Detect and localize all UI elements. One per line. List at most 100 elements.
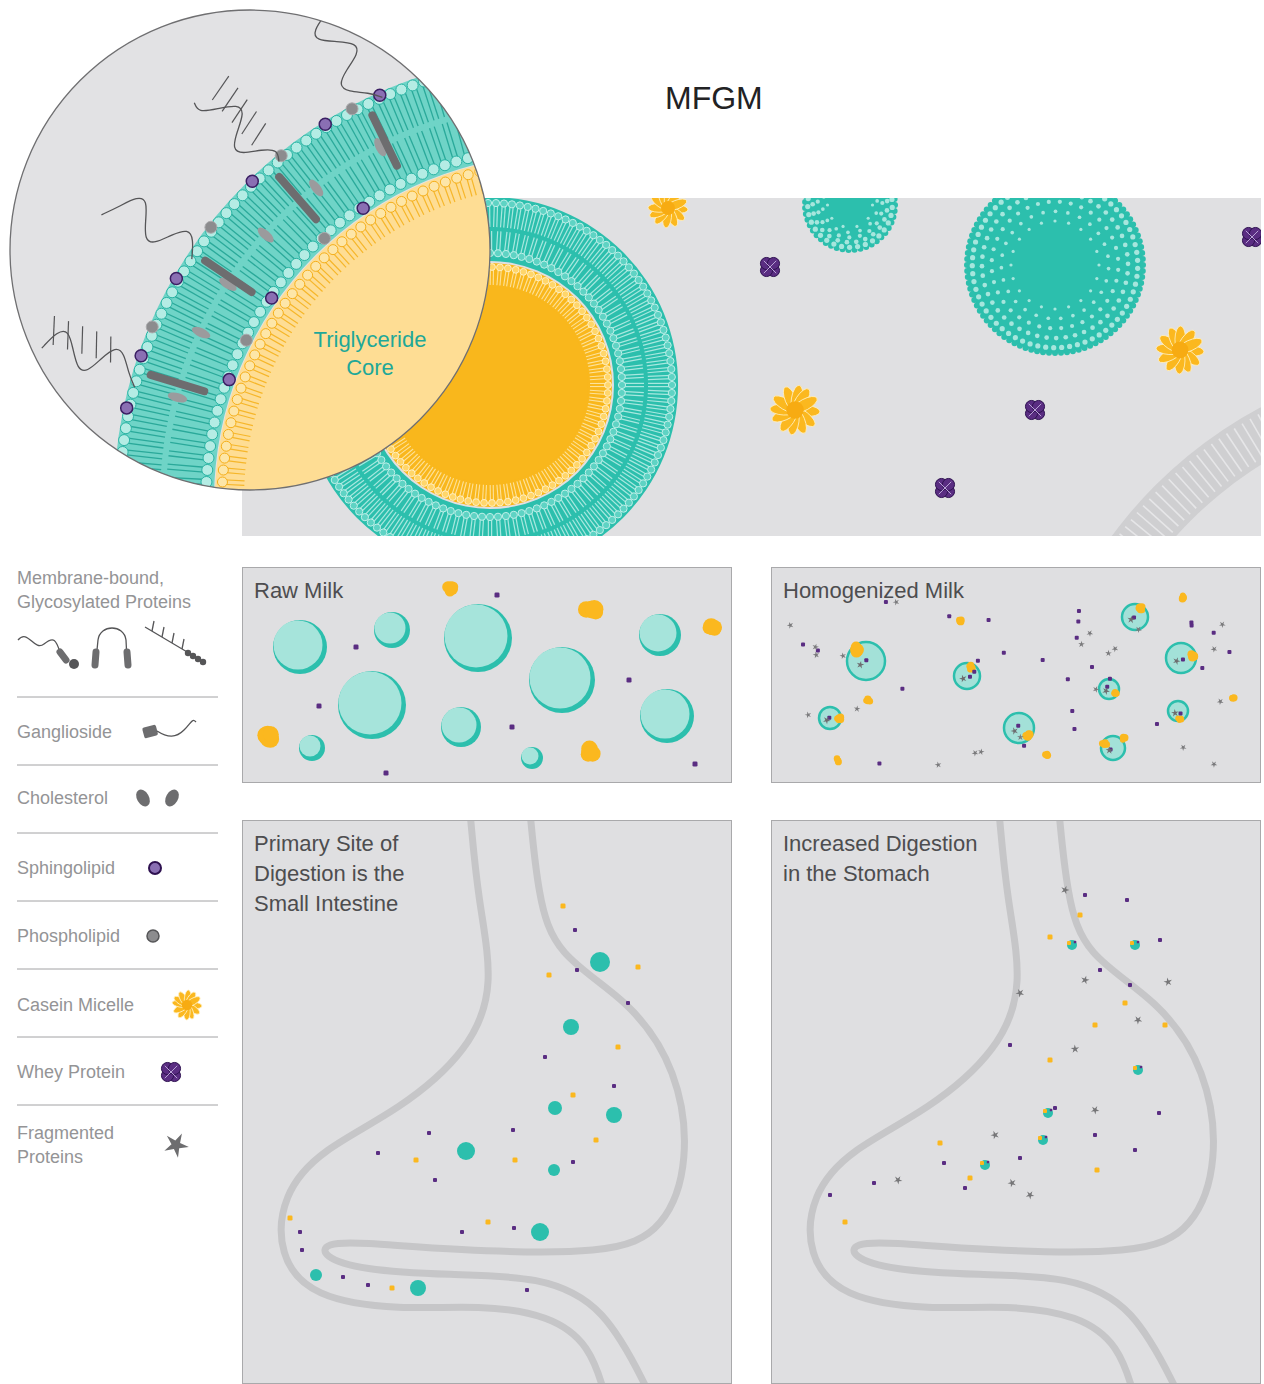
- outer-leaflet: [936, 637, 974, 651]
- outer-leaflet: [656, 923, 667, 934]
- outer-leaflet: [544, 533, 552, 536]
- outer-leaflet: [473, 892, 481, 931]
- lipid-droplet: [871, 203, 874, 206]
- outer-leaflet: [639, 892, 647, 931]
- lipid-droplet: [1036, 202, 1040, 206]
- lipid-droplet: [1067, 305, 1070, 308]
- monolayer: [542, 486, 549, 493]
- outer-leaflet: [960, 508, 1000, 509]
- outer-leaflet: [882, 737, 914, 761]
- villi: [1242, 424, 1261, 458]
- lipid-droplet: [830, 217, 833, 220]
- lipid-droplet: [1008, 219, 1012, 223]
- lipid-droplet: [1105, 299, 1109, 303]
- lipid-droplet: [1134, 250, 1139, 255]
- outer-leaflet: [928, 657, 965, 673]
- lipid-droplet: [846, 231, 850, 235]
- lipid-droplet: [875, 199, 879, 203]
- outer-leaflet: [827, 798, 853, 828]
- lipid-droplet: [1127, 227, 1132, 232]
- whey-protein: [939, 482, 945, 488]
- lipid-droplet: [826, 203, 829, 206]
- lipid-droplet: [1066, 211, 1070, 215]
- lipid-droplet: [1020, 339, 1025, 344]
- whey-protein: [1050, 1109, 1053, 1112]
- fragmented-protein: [857, 661, 864, 669]
- lipid-droplet: [973, 287, 978, 292]
- outer-leaflet: [756, 849, 775, 884]
- inner-leaflet: [510, 252, 517, 259]
- lipid-droplet: [1116, 268, 1120, 272]
- outer-leaflet: [872, 751, 903, 776]
- lipid-droplet: [1082, 330, 1087, 335]
- outer-leaflet: [445, 886, 455, 925]
- whey-protein: [987, 1161, 990, 1164]
- fragmented-protein: [840, 652, 846, 659]
- outer-leaflet: [712, 870, 727, 907]
- outer-leaflet: [512, 932, 523, 943]
- whey-protein: [972, 670, 976, 674]
- fat-globule: [522, 748, 539, 765]
- lipid-droplet: [1115, 225, 1120, 230]
- monolayer: [512, 266, 519, 273]
- lipid-droplet: [867, 229, 871, 233]
- monolayer: [598, 421, 605, 428]
- casein-fragment: [1189, 651, 1198, 660]
- monolayer: [465, 498, 472, 505]
- villi: [1258, 414, 1261, 449]
- lipid-droplet: [863, 237, 868, 242]
- lipid-droplet: [1053, 219, 1056, 222]
- casein-fragment: [1180, 594, 1186, 600]
- whey-protein: [1155, 722, 1159, 726]
- casein-fragment: [1044, 752, 1051, 759]
- monolayer: [573, 461, 580, 468]
- monolayer: [535, 274, 542, 281]
- monolayer: [428, 484, 435, 491]
- outer-leaflet: [438, 884, 449, 922]
- casein-fragment: [1048, 935, 1053, 940]
- whey-protein: [968, 675, 972, 679]
- casein-fragment: [513, 1158, 518, 1163]
- casein-fragment: [863, 696, 873, 705]
- lipid-droplet: [868, 222, 872, 226]
- casein-micelle: [1156, 326, 1205, 374]
- outer-leaflet: [335, 483, 342, 490]
- inner-leaflet: [411, 490, 418, 497]
- monolayer: [600, 350, 607, 357]
- fragmented-protein: [787, 622, 793, 629]
- inner-leaflet: [388, 469, 395, 476]
- whey-protein: [1158, 938, 1162, 942]
- lipid-droplet: [877, 225, 882, 230]
- lipid-droplet: [855, 244, 860, 249]
- lipid-droplet: [1120, 234, 1125, 239]
- fragmented-protein: [1087, 630, 1094, 636]
- outer-leaflet: [896, 772, 907, 783]
- casein-fragment: [390, 1286, 395, 1291]
- lipid-droplet: [986, 292, 991, 297]
- outer-leaflet: [579, 900, 581, 940]
- monolayer: [588, 442, 595, 449]
- lipid-droplet: [992, 198, 998, 204]
- inner-leaflet: [502, 250, 509, 257]
- digestion-right-art: [828, 886, 1172, 1225]
- whey-protein: [1252, 231, 1258, 237]
- whey-protein: [612, 1084, 616, 1088]
- lipid-droplet: [1089, 211, 1093, 215]
- outer-leaflet: [492, 199, 499, 206]
- inner-leaflet: [595, 306, 602, 313]
- inner-leaflet: [616, 358, 623, 365]
- fat-globule: [1130, 940, 1140, 950]
- outer-leaflet: [367, 519, 374, 526]
- outer-leaflet: [992, 542, 1003, 553]
- fragmented-protein: [1102, 687, 1110, 695]
- casein-fragment: [1136, 603, 1146, 613]
- lipid-droplet: [994, 321, 999, 326]
- inner-leaflet: [478, 513, 485, 520]
- outer-leaflet: [614, 252, 621, 259]
- lipid-droplet: [822, 198, 826, 199]
- inner-leaflet: [470, 512, 477, 519]
- inner-leaflet: [555, 268, 562, 275]
- outer-leaflet: [501, 931, 512, 942]
- lipid-droplet: [831, 242, 836, 247]
- outer-leaflet: [524, 203, 531, 210]
